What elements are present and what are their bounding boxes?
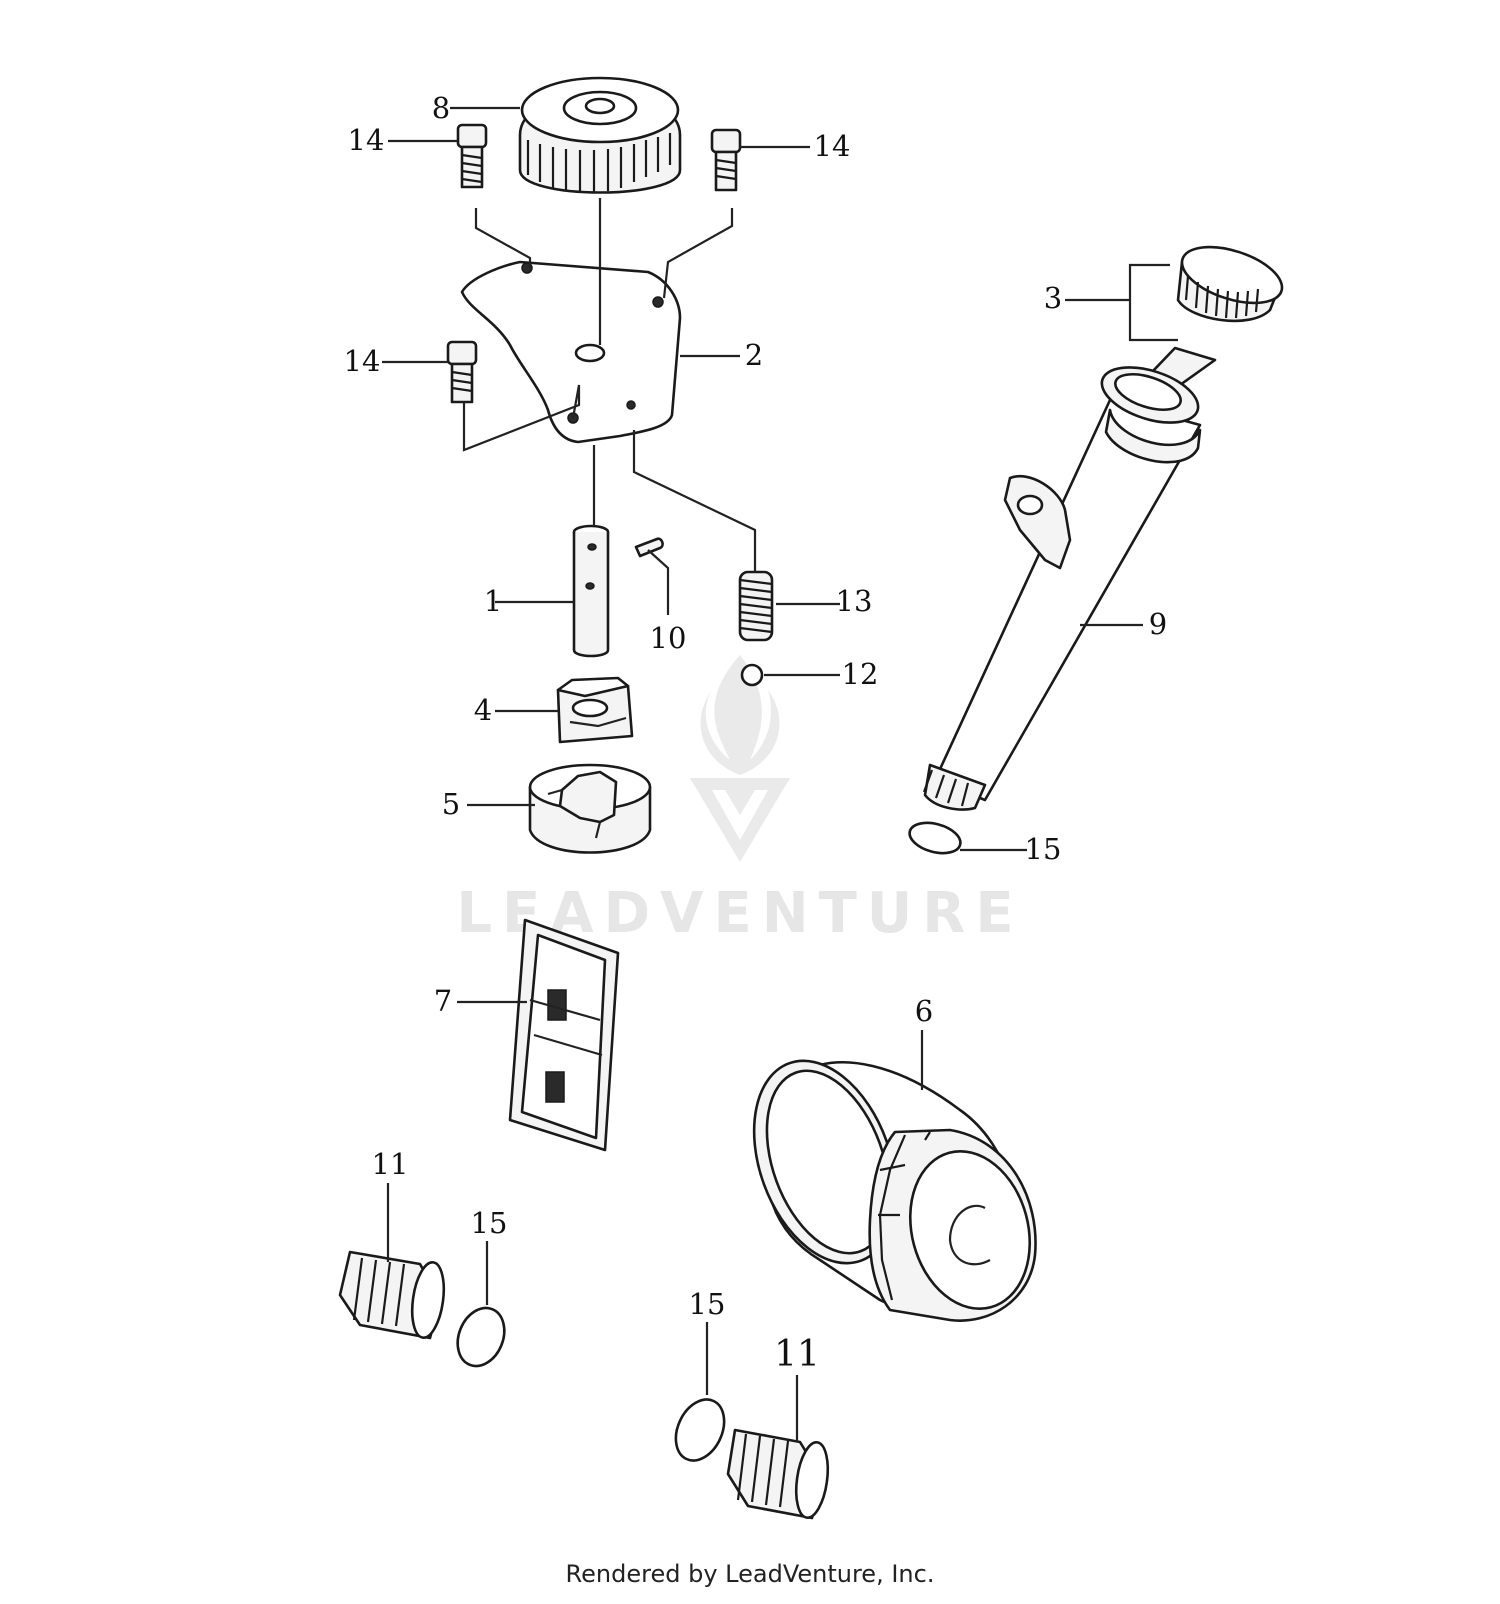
part-shaft (572, 524, 610, 658)
part-cover-plate (460, 260, 682, 444)
callout-15-tube: 15 (1025, 832, 1062, 866)
part-bolt-right-top (710, 128, 742, 192)
callout-2: 2 (745, 338, 763, 372)
callout-3: 3 (1044, 281, 1062, 315)
callout-6: 6 (915, 994, 933, 1028)
part-ball (740, 663, 764, 687)
part-filler-tube (922, 366, 1202, 811)
callout-15-left: 15 (471, 1206, 508, 1240)
part-oil-strainer (508, 918, 620, 1152)
part-o-ring-bottom (674, 1398, 726, 1462)
callout-11-left: 11 (372, 1147, 409, 1181)
part-dipstick (1128, 245, 1284, 407)
callout-14-mid: 14 (344, 344, 381, 378)
callout-8: 8 (432, 91, 450, 125)
callout-12: 12 (842, 657, 879, 691)
callout-labels: 8 14 14 3 14 2 1 13 9 10 12 4 5 15 7 6 1… (344, 91, 1168, 1375)
part-oil-filter (752, 1059, 1037, 1322)
callout-5: 5 (442, 787, 460, 821)
part-outer-rotor (528, 763, 652, 854)
part-spring (738, 570, 774, 642)
callout-15-bottom: 15 (689, 1287, 726, 1321)
part-bolt-left-mid (446, 340, 478, 404)
part-drain-plug-bottom (726, 1428, 830, 1520)
part-inner-rotor (556, 676, 634, 744)
callout-11-bottom: 11 (774, 1334, 820, 1375)
part-o-ring-tube (908, 821, 962, 855)
callout-7: 7 (434, 984, 452, 1018)
callout-14-top-left: 14 (348, 123, 385, 157)
part-o-ring-left (456, 1306, 506, 1368)
leader-lines (382, 106, 1178, 1442)
part-gear (518, 76, 682, 194)
footer-credit: Rendered by LeadVenture, Inc. (565, 1560, 935, 1588)
part-drain-plug-left (338, 1250, 446, 1340)
part-bolt-left-top (456, 123, 488, 189)
part-pin (634, 537, 664, 558)
callout-14-top-right: 14 (814, 129, 851, 163)
callout-4: 4 (474, 693, 492, 727)
callout-10: 10 (650, 621, 687, 655)
callout-13: 13 (836, 584, 873, 618)
callout-1: 1 (484, 584, 502, 618)
callout-9: 9 (1149, 607, 1167, 641)
